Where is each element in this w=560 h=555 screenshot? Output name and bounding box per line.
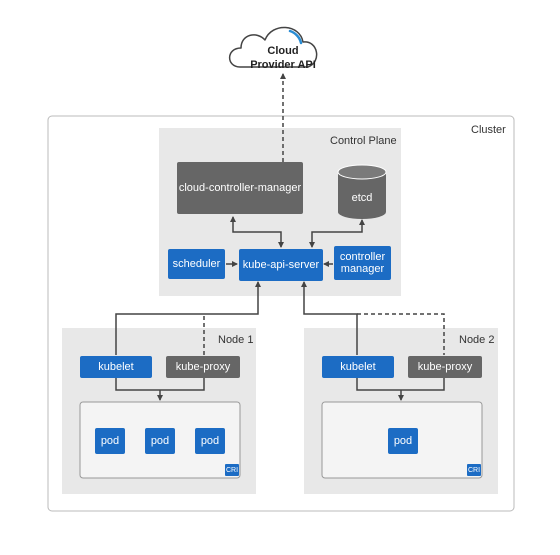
node1-kube-proxy-label: kube-proxy [175,361,231,373]
etcd-apiserver-connector [309,219,365,248]
ccm-apiserver-connector [230,216,284,248]
scheduler-box[interactable]: scheduler [168,249,225,279]
node2-kubelet-label: kubelet [340,361,376,373]
node2-kubelet-box[interactable]: kubelet [322,356,394,378]
controller-manager-label-line1: controller [339,251,386,263]
etcd-label: etcd [351,192,373,204]
node1-pod-2[interactable]: pod [145,428,175,454]
node1-kubelet-label: kubelet [98,361,134,373]
controller-manager-box[interactable]: controller manager [334,246,391,280]
node1-kubelet-box[interactable]: kubelet [80,356,152,378]
node2-pod-1-label: pod [393,435,413,447]
etcd-database-icon [337,164,387,219]
node1-pod-3-label: pod [200,435,220,447]
node2-label: Node 2 [459,334,495,346]
node1-cri-badge: CRI [225,464,239,476]
node1-pod-3[interactable]: pod [195,428,225,454]
cloud-provider-label: Cloud Provider API [238,44,328,72]
node1-pod-1-label: pod [100,435,120,447]
kube-api-server-label: kube-api-server [242,259,320,271]
node2-runtime-connector [356,378,445,400]
controller-manager-label-line2: manager [340,263,385,275]
cloud-label-line1: Cloud [267,45,299,57]
node1-kube-proxy-box[interactable]: kube-proxy [166,356,240,378]
node2-kube-proxy-box[interactable]: kube-proxy [408,356,482,378]
node2-proxy-connector [357,313,445,355]
cloud-controller-manager-box[interactable]: cloud-controller-manager [177,162,303,214]
scheduler-label: scheduler [172,258,221,270]
node2-kubelet-apiserver-connector [301,281,358,355]
cloud-icon [228,26,318,68]
cloud-controller-manager-label: cloud-controller-manager [178,182,302,194]
node1-runtime-connector [115,378,205,400]
node1-kubelet-apiserver-connector [115,281,261,355]
node2-kube-proxy-label: kube-proxy [417,361,473,373]
cluster-label: Cluster [471,124,506,136]
cloud-label-line2: Provider API [250,59,316,71]
node2-cri-badge: CRI [467,464,481,476]
node2-pod-1[interactable]: pod [388,428,418,454]
control-plane-label: Control Plane [330,135,397,147]
node1-label: Node 1 [218,334,254,346]
node1-pod-2-label: pod [150,435,170,447]
node1-pod-1[interactable]: pod [95,428,125,454]
kube-api-server-box[interactable]: kube-api-server [239,249,323,281]
